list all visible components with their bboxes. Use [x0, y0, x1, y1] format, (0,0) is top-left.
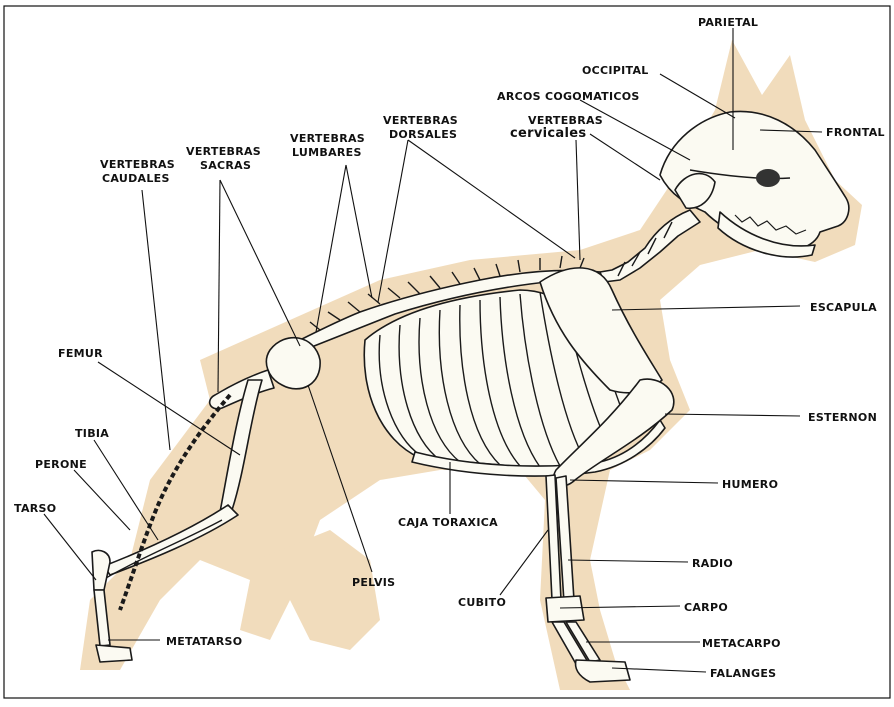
carpus	[546, 596, 584, 622]
label-vertebras-dorsales-line2: DORSALES	[389, 128, 457, 141]
label-radio: RADIO	[692, 557, 733, 570]
label-cubito: CUBITO	[458, 596, 506, 609]
label-metatarso: METATARSO	[166, 635, 242, 648]
label-caja-toraxica: CAJA TORAXICA	[398, 516, 498, 529]
label-tarso: TARSO	[14, 502, 56, 515]
label-frontal: FRONTAL	[826, 126, 885, 139]
label-vertebras-cervicales-line2: cervicales	[510, 126, 586, 141]
label-esternon: ESTERNON	[808, 411, 877, 424]
phalanges	[576, 660, 630, 682]
label-tibia: TIBIA	[75, 427, 109, 440]
label-pelvis: PELVIS	[352, 576, 395, 589]
label-femur: FEMUR	[58, 347, 103, 360]
label-vertebras-caudales-line2: CAUDALES	[102, 172, 170, 185]
label-parietal: PARIETAL	[698, 16, 758, 29]
label-carpo: CARPO	[684, 601, 728, 614]
label-escapula: ESCAPULA	[810, 301, 877, 314]
label-vertebras-lumbares-line1: VERTEBRAS	[290, 132, 365, 145]
label-vertebras-dorsales-line1: VERTEBRAS	[383, 114, 458, 127]
label-humero: HUMERO	[722, 478, 778, 491]
label-vertebras-sacras-line2: SACRAS	[200, 159, 251, 172]
label-metacarpo: METACARPO	[702, 637, 781, 650]
eye-orbit	[756, 169, 780, 187]
label-vertebras-sacras-line1: VERTEBRAS	[186, 145, 261, 158]
label-vertebras-caudales-line1: VERTEBRAS	[100, 158, 175, 171]
label-falanges: FALANGES	[710, 667, 776, 680]
label-vertebras-lumbares-line2: LUMBARES	[292, 146, 362, 159]
label-perone: PERONE	[35, 458, 87, 471]
label-occipital: OCCIPITAL	[582, 64, 649, 77]
label-arcos-cigomaticos: ARCOS COGOMATICOS	[497, 90, 640, 103]
